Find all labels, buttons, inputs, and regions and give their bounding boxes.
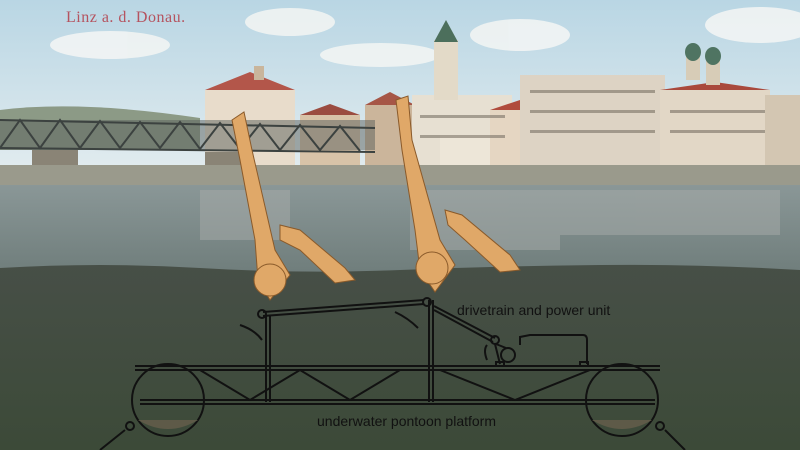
pontoon-label: underwater pontoon platform [317, 413, 496, 429]
swimmer-legs-left [231, 111, 356, 301]
swimmer-legs-right [395, 95, 521, 293]
postcard-title: Linz a. d. Donau. [66, 9, 186, 26]
drivetrain-label: drivetrain and power unit [457, 302, 611, 318]
riverbank [0, 165, 800, 187]
pontoon-mechanism [99, 297, 686, 450]
clouds [50, 7, 800, 67]
bridge [0, 118, 376, 153]
